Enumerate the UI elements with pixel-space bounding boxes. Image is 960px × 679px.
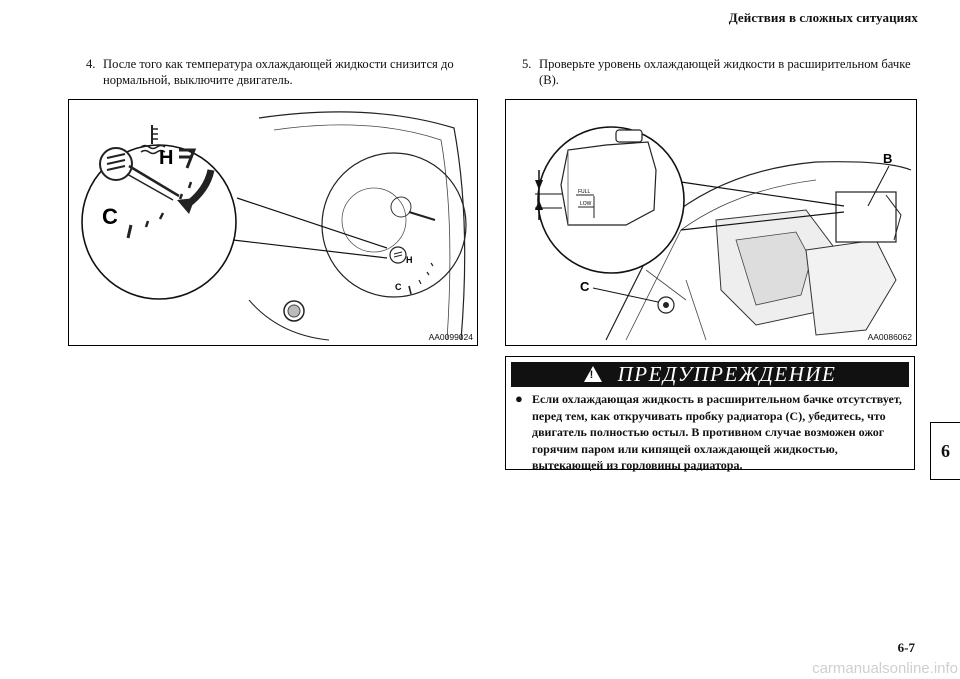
label-c: C	[580, 279, 590, 294]
step-text: Проверьте уровень охлаждающей жидкости в…	[539, 57, 911, 87]
label-b: B	[883, 151, 892, 166]
step-4: 4. После того как температура охлаждающе…	[86, 56, 486, 88]
warning-triangle-icon	[583, 365, 602, 382]
figure-temperature-gauge: H C H	[68, 99, 478, 346]
coolant-temperature-icon	[140, 125, 166, 155]
watermark: carmanualsonline.info	[812, 660, 958, 677]
figure-code: AA0099024	[428, 332, 473, 342]
tank-low-label: LOW	[580, 201, 592, 207]
page-header: Действия в сложных ситуациях	[728, 10, 918, 25]
warning-box: ПРЕДУПРЕЖДЕНИЕ ● Если охлаждающая жидкос…	[505, 356, 915, 472]
tank-full-label: FULL	[578, 189, 590, 195]
page-number: 6-7	[897, 640, 915, 655]
step-5: 5. Проверьте уровень охлаждающей жидкост…	[522, 56, 922, 88]
gauge-cold-label-small: C	[395, 282, 402, 292]
figure-code: AA0086062	[867, 332, 912, 342]
gauge-hot-label-small: H	[406, 255, 413, 265]
warning-bullet: ●	[515, 391, 523, 406]
warning-body: ● Если охлаждающая жидкость в расширител…	[515, 391, 904, 474]
step-number: 4.	[86, 57, 96, 71]
gauge-hot-label: H	[159, 147, 173, 169]
warning-header: ПРЕДУПРЕЖДЕНИЕ	[511, 362, 909, 387]
step-number: 5.	[522, 57, 532, 71]
gauge-cold-label: C	[102, 204, 118, 229]
figure-coolant-reservoir: B C FULL LOW AA0086062	[505, 99, 917, 346]
gauge-illustration: H C H	[81, 111, 467, 341]
step-text: После того как температура охлаждающей ж…	[103, 57, 454, 87]
warning-title: ПРЕДУПРЕЖДЕНИЕ	[617, 362, 837, 386]
warning-text: Если охлаждающая жидкость в расширительн…	[532, 392, 902, 473]
engine-bay-illustration: B C FULL LOW	[535, 126, 912, 341]
chapter-tab: 6	[930, 422, 960, 480]
